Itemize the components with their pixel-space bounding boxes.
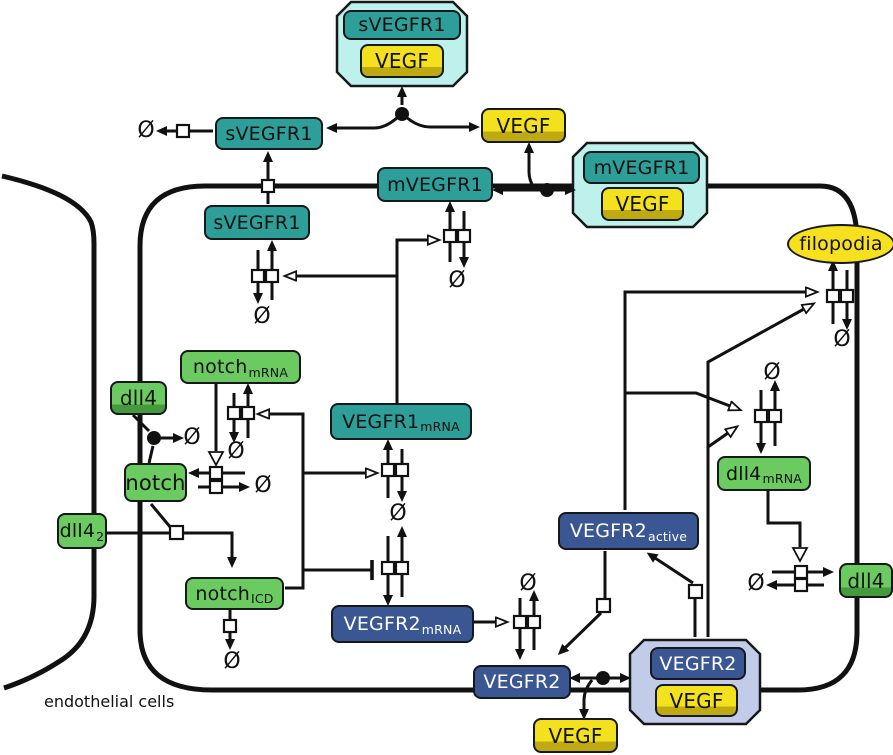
notch-box: notch bbox=[124, 463, 187, 502]
notch-icd-subscript: ICD bbox=[250, 591, 274, 606]
dll4-mrna-subscript: mRNA bbox=[762, 471, 803, 486]
svegfr1-intracellular-box: sVEGFR1 bbox=[204, 205, 310, 240]
vegf-top-box: VEGF bbox=[481, 108, 566, 143]
empty-set-mrna-shared: Ø bbox=[389, 501, 407, 526]
dll4-2-label: dll4 bbox=[59, 520, 96, 542]
binding-nodes bbox=[147, 107, 610, 685]
vegfr2-mrna-label: VEGFR2 bbox=[343, 613, 421, 635]
empty-set-dll4-notch: Ø bbox=[183, 425, 201, 450]
vegfr1-mrna-subscript: mRNA bbox=[420, 419, 460, 434]
empty-set-mvegfr1: Ø bbox=[448, 268, 466, 293]
notch-translation-catalysis-triangle bbox=[207, 451, 225, 467]
endothelial-cells-label: endothelial cells bbox=[44, 692, 175, 711]
svegfr1-extracellular-box: sVEGFR1 bbox=[215, 117, 323, 150]
vegfr2-active-label: VEGFR2 bbox=[569, 520, 647, 542]
mvegfr1-vegf-binding-node bbox=[540, 183, 554, 197]
empty-set-notch-mrna: Ø bbox=[227, 439, 245, 464]
vegfr2-label: VEGFR2 bbox=[483, 671, 561, 693]
vegfr2-activation-arrow bbox=[646, 552, 694, 585]
mvegfr1-in-complex-box: mVEGFR1 bbox=[583, 151, 700, 184]
vegfr2-deactivation-arrow bbox=[557, 611, 603, 655]
vegfr2-in-complex-box: VEGFR2 bbox=[650, 647, 746, 680]
svegfr1-vegf-binding-node bbox=[395, 107, 409, 121]
filopodia-node: filopodia bbox=[787, 224, 893, 264]
vegf-in-mcomplex-label: VEGF bbox=[615, 192, 670, 216]
mvegfr1-label: mVEGFR1 bbox=[387, 173, 483, 196]
dll4-mrna-translation-line bbox=[766, 491, 802, 547]
dll4-2-subscript: 2 bbox=[96, 528, 105, 544]
dll4-mrna-label: dll4 bbox=[725, 462, 762, 485]
dll4-right-box: dll4 bbox=[839, 563, 893, 598]
notch-icd-label: notch bbox=[195, 582, 250, 605]
empty-set-notch-icd: Ø bbox=[223, 649, 241, 674]
dll4-left-label: dll4 bbox=[119, 386, 158, 410]
vegf-bottom-label: VEGF bbox=[548, 723, 603, 748]
vegf-top-label: VEGF bbox=[496, 113, 551, 138]
notch-mrna-label: notch bbox=[192, 356, 248, 378]
notch-to-binding-line bbox=[147, 445, 155, 464]
vegf-in-v2complex-box: VEGF bbox=[655, 684, 738, 717]
dll4-right-label: dll4 bbox=[847, 568, 885, 593]
vegfr2-box: VEGFR2 bbox=[473, 665, 571, 699]
vegfr1-mrna-to-mvegfr1-catalysis bbox=[395, 240, 428, 403]
vegf-in-mcomplex-box: VEGF bbox=[601, 187, 684, 221]
neighbor-cell-membrane bbox=[1, 173, 97, 691]
notch-icd-to-notch-mrna-catalysis bbox=[269, 414, 305, 590]
mvegfr1-binding-vegf-arrow bbox=[524, 142, 536, 189]
mvegfr1-box: mVEGFR1 bbox=[377, 167, 493, 202]
vegfr2-active-subscript: active bbox=[647, 528, 688, 544]
vegf-in-v2complex-label: VEGF bbox=[669, 688, 724, 713]
vegfr2-vegf-binding-node bbox=[596, 671, 610, 685]
complex-to-filopodia-catalysis bbox=[706, 309, 804, 637]
vegf-in-complex-box: VEGF bbox=[360, 44, 444, 78]
empty-set-vegfr2: Ø bbox=[519, 571, 537, 596]
empty-set-dll4-mrna: Ø bbox=[763, 360, 781, 385]
dll4-to-binding-line bbox=[131, 413, 151, 433]
svegfr1-extracellular-label: sVEGFR1 bbox=[225, 122, 313, 145]
svegfr1-in-complex-label: sVEGFR1 bbox=[358, 14, 446, 36]
vegfr2-binding-vegf-arrow bbox=[579, 679, 594, 720]
vegfr2-active-to-filopodia-catalysis bbox=[623, 292, 806, 510]
vegfr2-mrna-subscript: mRNA bbox=[421, 621, 462, 637]
dll4-left-box: dll4 bbox=[110, 381, 167, 415]
empty-set-svegfr1-extra: Ø bbox=[137, 118, 155, 143]
vegfr1-mrna-label: VEGFR1 bbox=[342, 410, 420, 433]
empty-set-filopodia: Ø bbox=[833, 327, 851, 352]
vegfr2-active-to-dll4-mrna-catalysis bbox=[625, 391, 730, 406]
vegf-bottom-box: VEGF bbox=[533, 718, 618, 753]
dll4-notch-binding-node bbox=[147, 431, 161, 445]
svegfr1-in-complex-box: sVEGFR1 bbox=[343, 10, 461, 40]
vegf-in-complex-label: VEGF bbox=[374, 49, 430, 73]
empty-set-notch: Ø bbox=[254, 473, 272, 498]
notch-icd-production-arrow bbox=[183, 531, 237, 568]
dll4-translation-catalysis-triangle bbox=[791, 547, 809, 563]
complex-to-dll4-mrna-catalysis bbox=[707, 433, 728, 449]
main-cell-membrane bbox=[137, 183, 860, 693]
filopodia-label: filopodia bbox=[799, 233, 883, 255]
complex-to-svegfr1-arrow bbox=[326, 115, 400, 133]
empty-set-dll4-right: Ø bbox=[747, 571, 765, 596]
empty-set-svegfr1-inner: Ø bbox=[253, 304, 271, 329]
complex-to-vegf-arrow bbox=[405, 115, 480, 132]
notch-mrna-subscript: mRNA bbox=[248, 364, 289, 380]
vegfr2-in-complex-label: VEGFR2 bbox=[659, 652, 737, 675]
notch-label: notch bbox=[125, 470, 186, 495]
mvegfr1-in-complex-label: mVEGFR1 bbox=[593, 156, 690, 179]
svegfr1-intracellular-label: sVEGFR1 bbox=[213, 211, 301, 234]
notch-to-reaction-line bbox=[149, 503, 173, 529]
reaction-node-squares bbox=[168, 123, 855, 634]
